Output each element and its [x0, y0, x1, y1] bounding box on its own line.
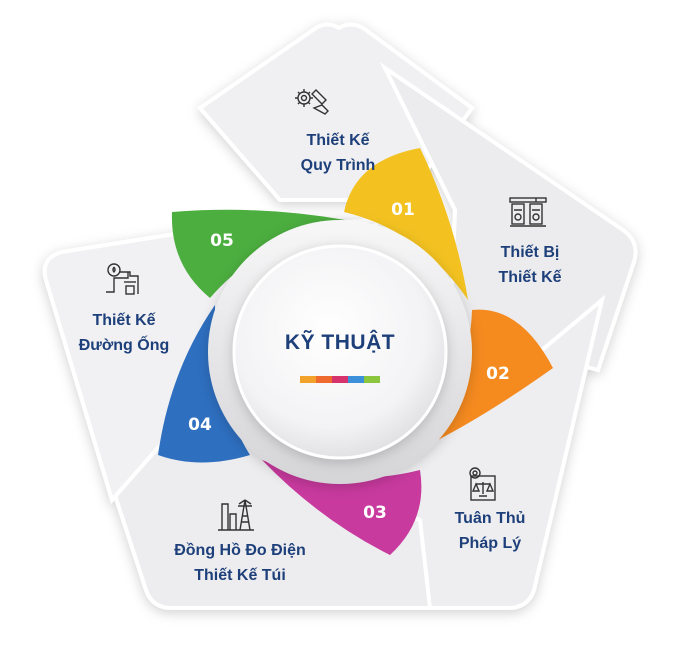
segment-numbers: 01 02 03 04 05	[188, 200, 510, 523]
engineering-gear-icon	[295, 89, 329, 115]
label-line-2: Thiết Kế Túi	[194, 567, 286, 584]
label-dong-ho: Đồng Hồ Đo Điện Thiết Kế Túi	[150, 538, 330, 588]
label-line-2: Đường Ống	[78, 337, 170, 354]
label-line-1: Thiết Kế	[92, 312, 156, 329]
label-duong-ong: Thiết Kế Đường Ống	[64, 308, 184, 358]
petal-04	[158, 305, 250, 463]
number-05: 05	[210, 231, 234, 251]
label-quy-trinh: Thiết Kế Quy Trình	[248, 128, 428, 178]
legal-document-icon	[469, 467, 496, 501]
number-02: 02	[486, 364, 510, 384]
petal-01	[344, 148, 468, 300]
color-bar-segment	[332, 376, 348, 383]
label-line-2: Pháp Lý	[458, 535, 522, 552]
center-color-bar	[300, 376, 380, 383]
equipment-machine-icon	[509, 197, 547, 227]
number-01: 01	[391, 200, 415, 220]
label-line-1: Thiết Bị	[500, 244, 560, 261]
label-line-1: Đồng Hồ Đo Điện	[174, 542, 306, 559]
power-tower-icon	[218, 499, 254, 531]
label-line-1: Tuân Thủ	[454, 510, 526, 527]
color-bar-segment	[316, 376, 332, 383]
color-bar-segment	[364, 376, 380, 383]
number-03: 03	[363, 503, 387, 523]
pipeline-valve-icon	[106, 263, 139, 295]
label-thiet-bi: Thiết Bị Thiết Kế	[470, 240, 590, 290]
number-04: 04	[188, 415, 212, 435]
color-bar-segment	[348, 376, 364, 383]
label-phap-ly: Tuân Thủ Pháp Lý	[420, 506, 560, 556]
center-title: KỸ THUẬT	[284, 331, 396, 354]
label-line-2: Thiết Kế	[498, 269, 562, 286]
center-hub	[208, 220, 472, 484]
center-disc	[232, 244, 448, 460]
petal-03	[262, 460, 422, 555]
label-line-2: Quy Trình	[300, 157, 376, 174]
label-line-1: Thiết Kế	[306, 132, 370, 149]
color-bar-segment	[300, 376, 316, 383]
